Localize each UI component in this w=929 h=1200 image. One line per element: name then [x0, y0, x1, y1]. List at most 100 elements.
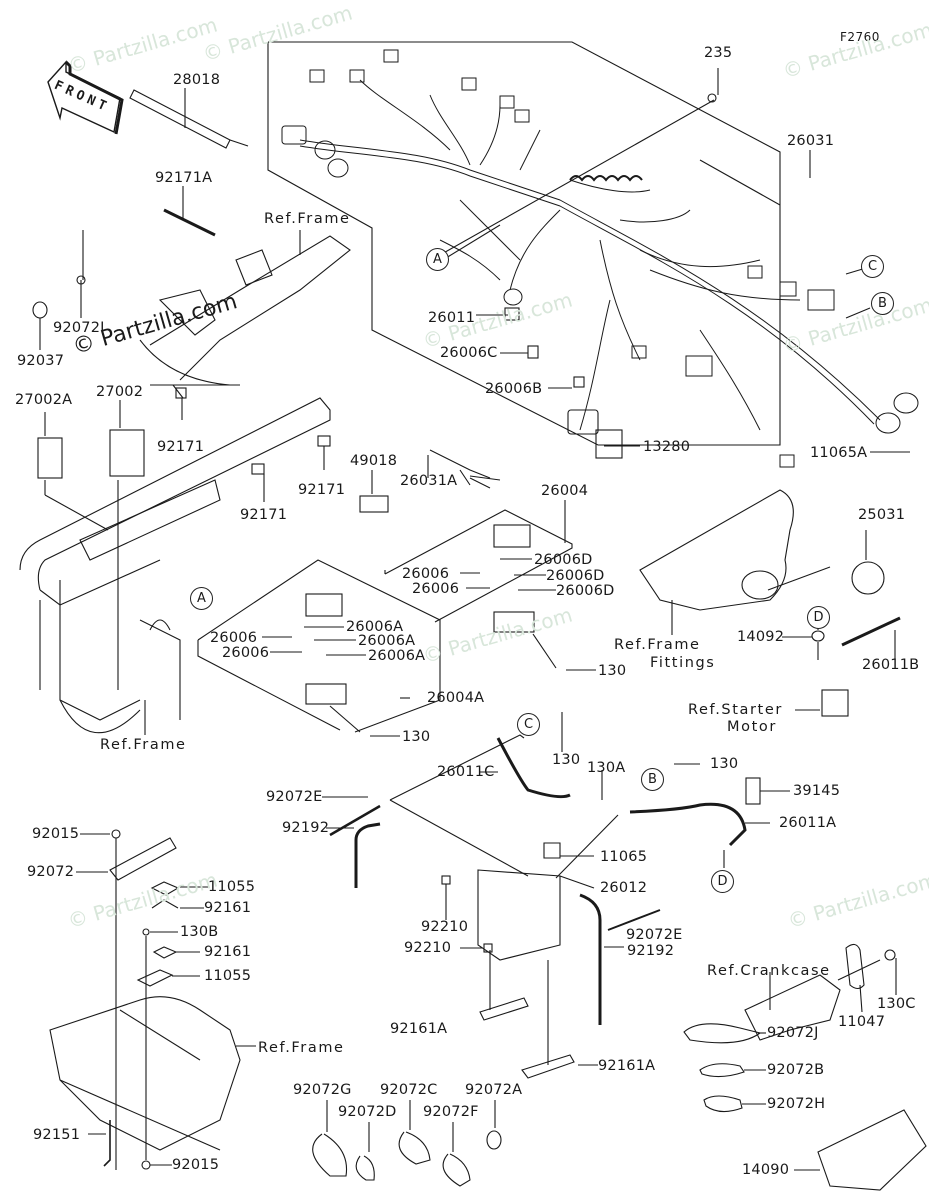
callout-b: B: [641, 768, 664, 791]
part-label-26006D[interactable]: 26006D: [546, 568, 605, 584]
fuse-box-26004: [493, 611, 535, 633]
part-label-92161[interactable]: 92161: [204, 944, 252, 960]
part-label-92037[interactable]: 92037: [17, 353, 65, 369]
part-label-26031A[interactable]: 26031A: [400, 473, 458, 489]
part-label-92072A[interactable]: 92072A: [465, 1082, 523, 1098]
part-label-92151[interactable]: 92151: [33, 1127, 81, 1143]
callout-b: B: [871, 292, 894, 315]
part-label-130B[interactable]: 130B: [180, 924, 219, 940]
part-label-11055[interactable]: 11055: [208, 879, 256, 895]
part-label-92072F[interactable]: 92072F: [423, 1104, 479, 1120]
ref-frame-label: Ref.Frame: [100, 737, 187, 753]
part-label-92210[interactable]: 92210: [421, 919, 469, 935]
ref-crankcase-label: Ref.Crankcase: [707, 963, 831, 979]
callout-d: D: [807, 606, 830, 629]
part-label-26004A[interactable]: 26004A: [427, 690, 485, 706]
clamp-92072H-shape: [703, 1095, 743, 1113]
part-label-92072E[interactable]: 92072E: [266, 789, 323, 805]
part-label-14090[interactable]: 14090: [742, 1162, 790, 1178]
part-label-92161[interactable]: 92161: [204, 900, 252, 916]
part-label-26006[interactable]: 26006: [222, 645, 270, 661]
callout-c: C: [517, 713, 540, 736]
part-label-26011[interactable]: 26011: [428, 310, 476, 326]
part-label-49018[interactable]: 49018: [350, 453, 398, 469]
part-label-92171A[interactable]: 92171A: [155, 170, 213, 186]
part-label-13280[interactable]: 13280: [643, 439, 691, 455]
part-label-26006C[interactable]: 26006C: [440, 345, 498, 361]
clamp-92072F-shape: [442, 1153, 471, 1187]
part-label-130[interactable]: 130: [710, 756, 739, 772]
part-label-39145[interactable]: 39145: [793, 783, 841, 799]
part-label-92072D[interactable]: 92072D: [338, 1104, 397, 1120]
clamp-92072A-shape: [486, 1130, 502, 1150]
relay-27002A-shape: [37, 437, 63, 479]
part-label-92072[interactable]: 92072: [27, 864, 75, 880]
part-label-130C[interactable]: 130C: [877, 996, 916, 1012]
part-label-26006[interactable]: 26006: [210, 630, 258, 646]
part-label-235[interactable]: 235: [704, 45, 733, 61]
front-arrow-icon: [47, 60, 124, 135]
figure-id: F2760: [840, 30, 880, 44]
part-label-26011B[interactable]: 26011B: [862, 657, 920, 673]
part-label-11055[interactable]: 11055: [204, 968, 252, 984]
part-label-92192[interactable]: 92192: [282, 820, 330, 836]
part-label-130[interactable]: 130: [402, 729, 431, 745]
part-label-26006D[interactable]: 26006D: [534, 552, 593, 568]
part-label-92072J[interactable]: 92072J: [767, 1025, 819, 1041]
part-label-92171[interactable]: 92171: [298, 482, 346, 498]
part-label-26012[interactable]: 26012: [600, 880, 648, 896]
part-label-27002A[interactable]: 27002A: [15, 392, 73, 408]
part-25031-shape: [851, 561, 885, 595]
cover-14090-shape: [817, 1109, 927, 1191]
part-label-26006A[interactable]: 26006A: [346, 619, 404, 635]
ref-frame-fittings-label: Ref.Frame: [614, 637, 701, 653]
part-label-26006D[interactable]: 26006D: [556, 583, 615, 599]
part-label-92072G[interactable]: 92072G: [293, 1082, 352, 1098]
part-label-11047[interactable]: 11047: [838, 1014, 886, 1030]
part-label-92171[interactable]: 92171: [157, 439, 205, 455]
ref-frame-label: Ref.Frame: [258, 1040, 345, 1056]
part-label-92072B[interactable]: 92072B: [767, 1062, 825, 1078]
part-label-26004[interactable]: 26004: [541, 483, 589, 499]
frame-fittings: [639, 489, 794, 635]
clamp-92072J-shape: [683, 1023, 762, 1044]
part-39145-shape: [745, 777, 761, 805]
part-label-26006A[interactable]: 26006A: [358, 633, 416, 649]
part-label-14092[interactable]: 14092: [737, 629, 785, 645]
part-label-92015[interactable]: 92015: [172, 1157, 220, 1173]
part-28018-shape: [129, 89, 231, 149]
part-label-92072E[interactable]: 92072E: [626, 927, 683, 943]
crankcase: [744, 972, 841, 1041]
part-label-92171[interactable]: 92171: [240, 507, 288, 523]
clamp-92072B-shape: [699, 1063, 745, 1078]
part-label-11065[interactable]: 11065: [600, 849, 648, 865]
callout-a: A: [426, 248, 449, 271]
part-label-26006[interactable]: 26006: [402, 566, 450, 582]
part-label-92072C[interactable]: 92072C: [380, 1082, 438, 1098]
part-label-27002[interactable]: 27002: [96, 384, 144, 400]
part-label-28018[interactable]: 28018: [173, 72, 221, 88]
part-label-92072I[interactable]: 92072I: [53, 320, 105, 336]
part-label-92192[interactable]: 92192: [627, 943, 675, 959]
part-label-11065A[interactable]: 11065A: [810, 445, 868, 461]
part-label-92161A[interactable]: 92161A: [390, 1021, 448, 1037]
part-label-130[interactable]: 130: [598, 663, 627, 679]
clamp-92072G-shape: [312, 1133, 348, 1177]
part-label-26031[interactable]: 26031: [787, 133, 835, 149]
part-label-130A[interactable]: 130A: [587, 760, 626, 776]
part-label-26006A[interactable]: 26006A: [368, 648, 426, 664]
part-label-92210[interactable]: 92210: [404, 940, 452, 956]
relay-27002-shape: [109, 429, 145, 477]
part-label-130[interactable]: 130: [552, 752, 581, 768]
part-label-26011A[interactable]: 26011A: [779, 815, 837, 831]
part-label-25031[interactable]: 25031: [858, 507, 906, 523]
clamp-92072D-shape: [355, 1155, 375, 1181]
part-label-26006B[interactable]: 26006B: [485, 381, 543, 397]
part-label-26006[interactable]: 26006: [412, 581, 460, 597]
part-label-26011C[interactable]: 26011C: [437, 764, 495, 780]
part-label-92072H[interactable]: 92072H: [767, 1096, 826, 1112]
part-label-92161A[interactable]: 92161A: [598, 1058, 656, 1074]
ref-frame-label: Ref.Frame: [264, 211, 351, 227]
part-label-92015[interactable]: 92015: [32, 826, 80, 842]
